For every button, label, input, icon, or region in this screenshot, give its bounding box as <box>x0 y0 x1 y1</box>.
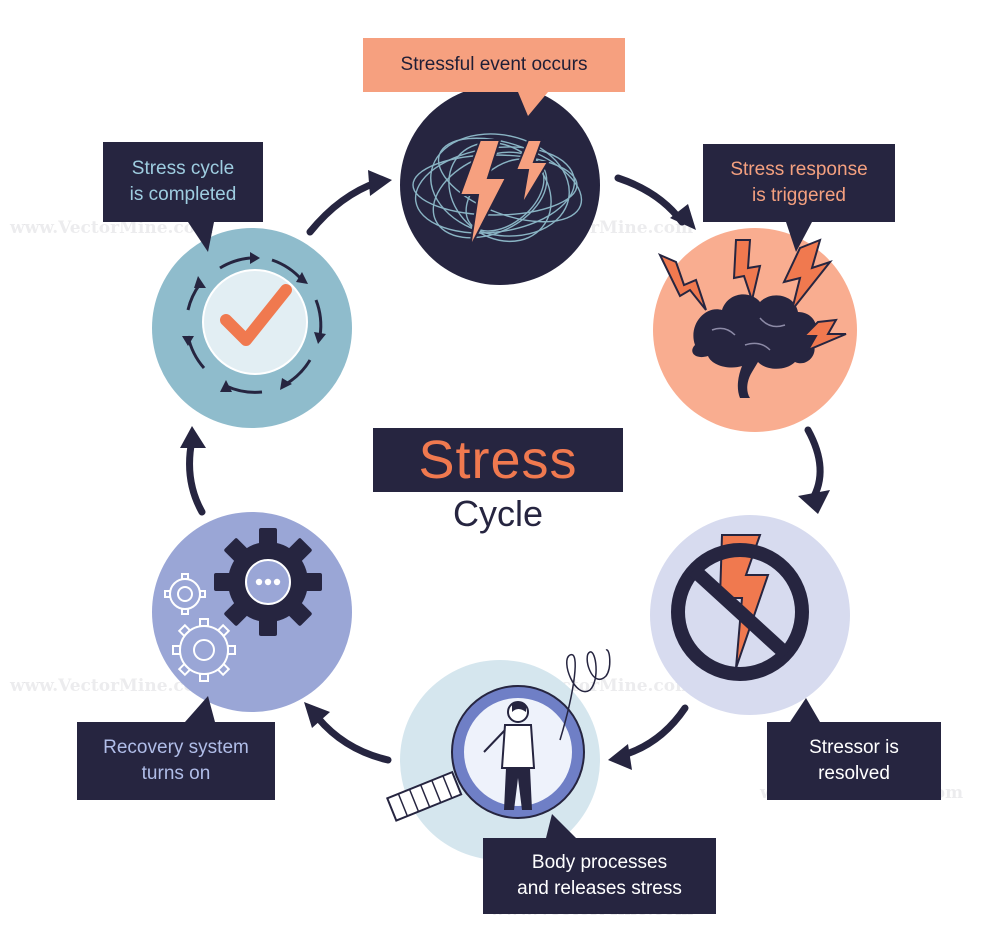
label-stressful-event: Stressful event occurs <box>363 38 625 92</box>
stressor-resolved-circle <box>650 515 850 715</box>
watermark: www.VectorMine.com <box>10 218 214 238</box>
body-processes-circle <box>385 649 611 860</box>
arrow-heads <box>180 170 830 770</box>
label-pointer-event <box>518 92 548 116</box>
watermark: www.VectorMine.com <box>10 676 214 696</box>
label-stress-response: Stress response is triggered <box>703 144 895 222</box>
title-sub: Cycle <box>452 493 544 534</box>
cycle-completed-circle <box>152 228 352 428</box>
label-stressor-resolved: Stressor is resolved <box>767 722 941 800</box>
title-box: Stress <box>373 428 623 492</box>
label-pointers <box>185 222 820 838</box>
recovery-system-circle <box>152 512 352 712</box>
stress-response-circle <box>653 228 857 432</box>
stressful-event-circle <box>400 85 600 285</box>
label-recovery-system: Recovery system turns on <box>77 722 275 800</box>
label-cycle-completed: Stress cycle is completed <box>103 142 263 222</box>
label-body-processes: Body processes and releases stress <box>483 838 716 914</box>
title-main: Stress <box>418 430 578 490</box>
